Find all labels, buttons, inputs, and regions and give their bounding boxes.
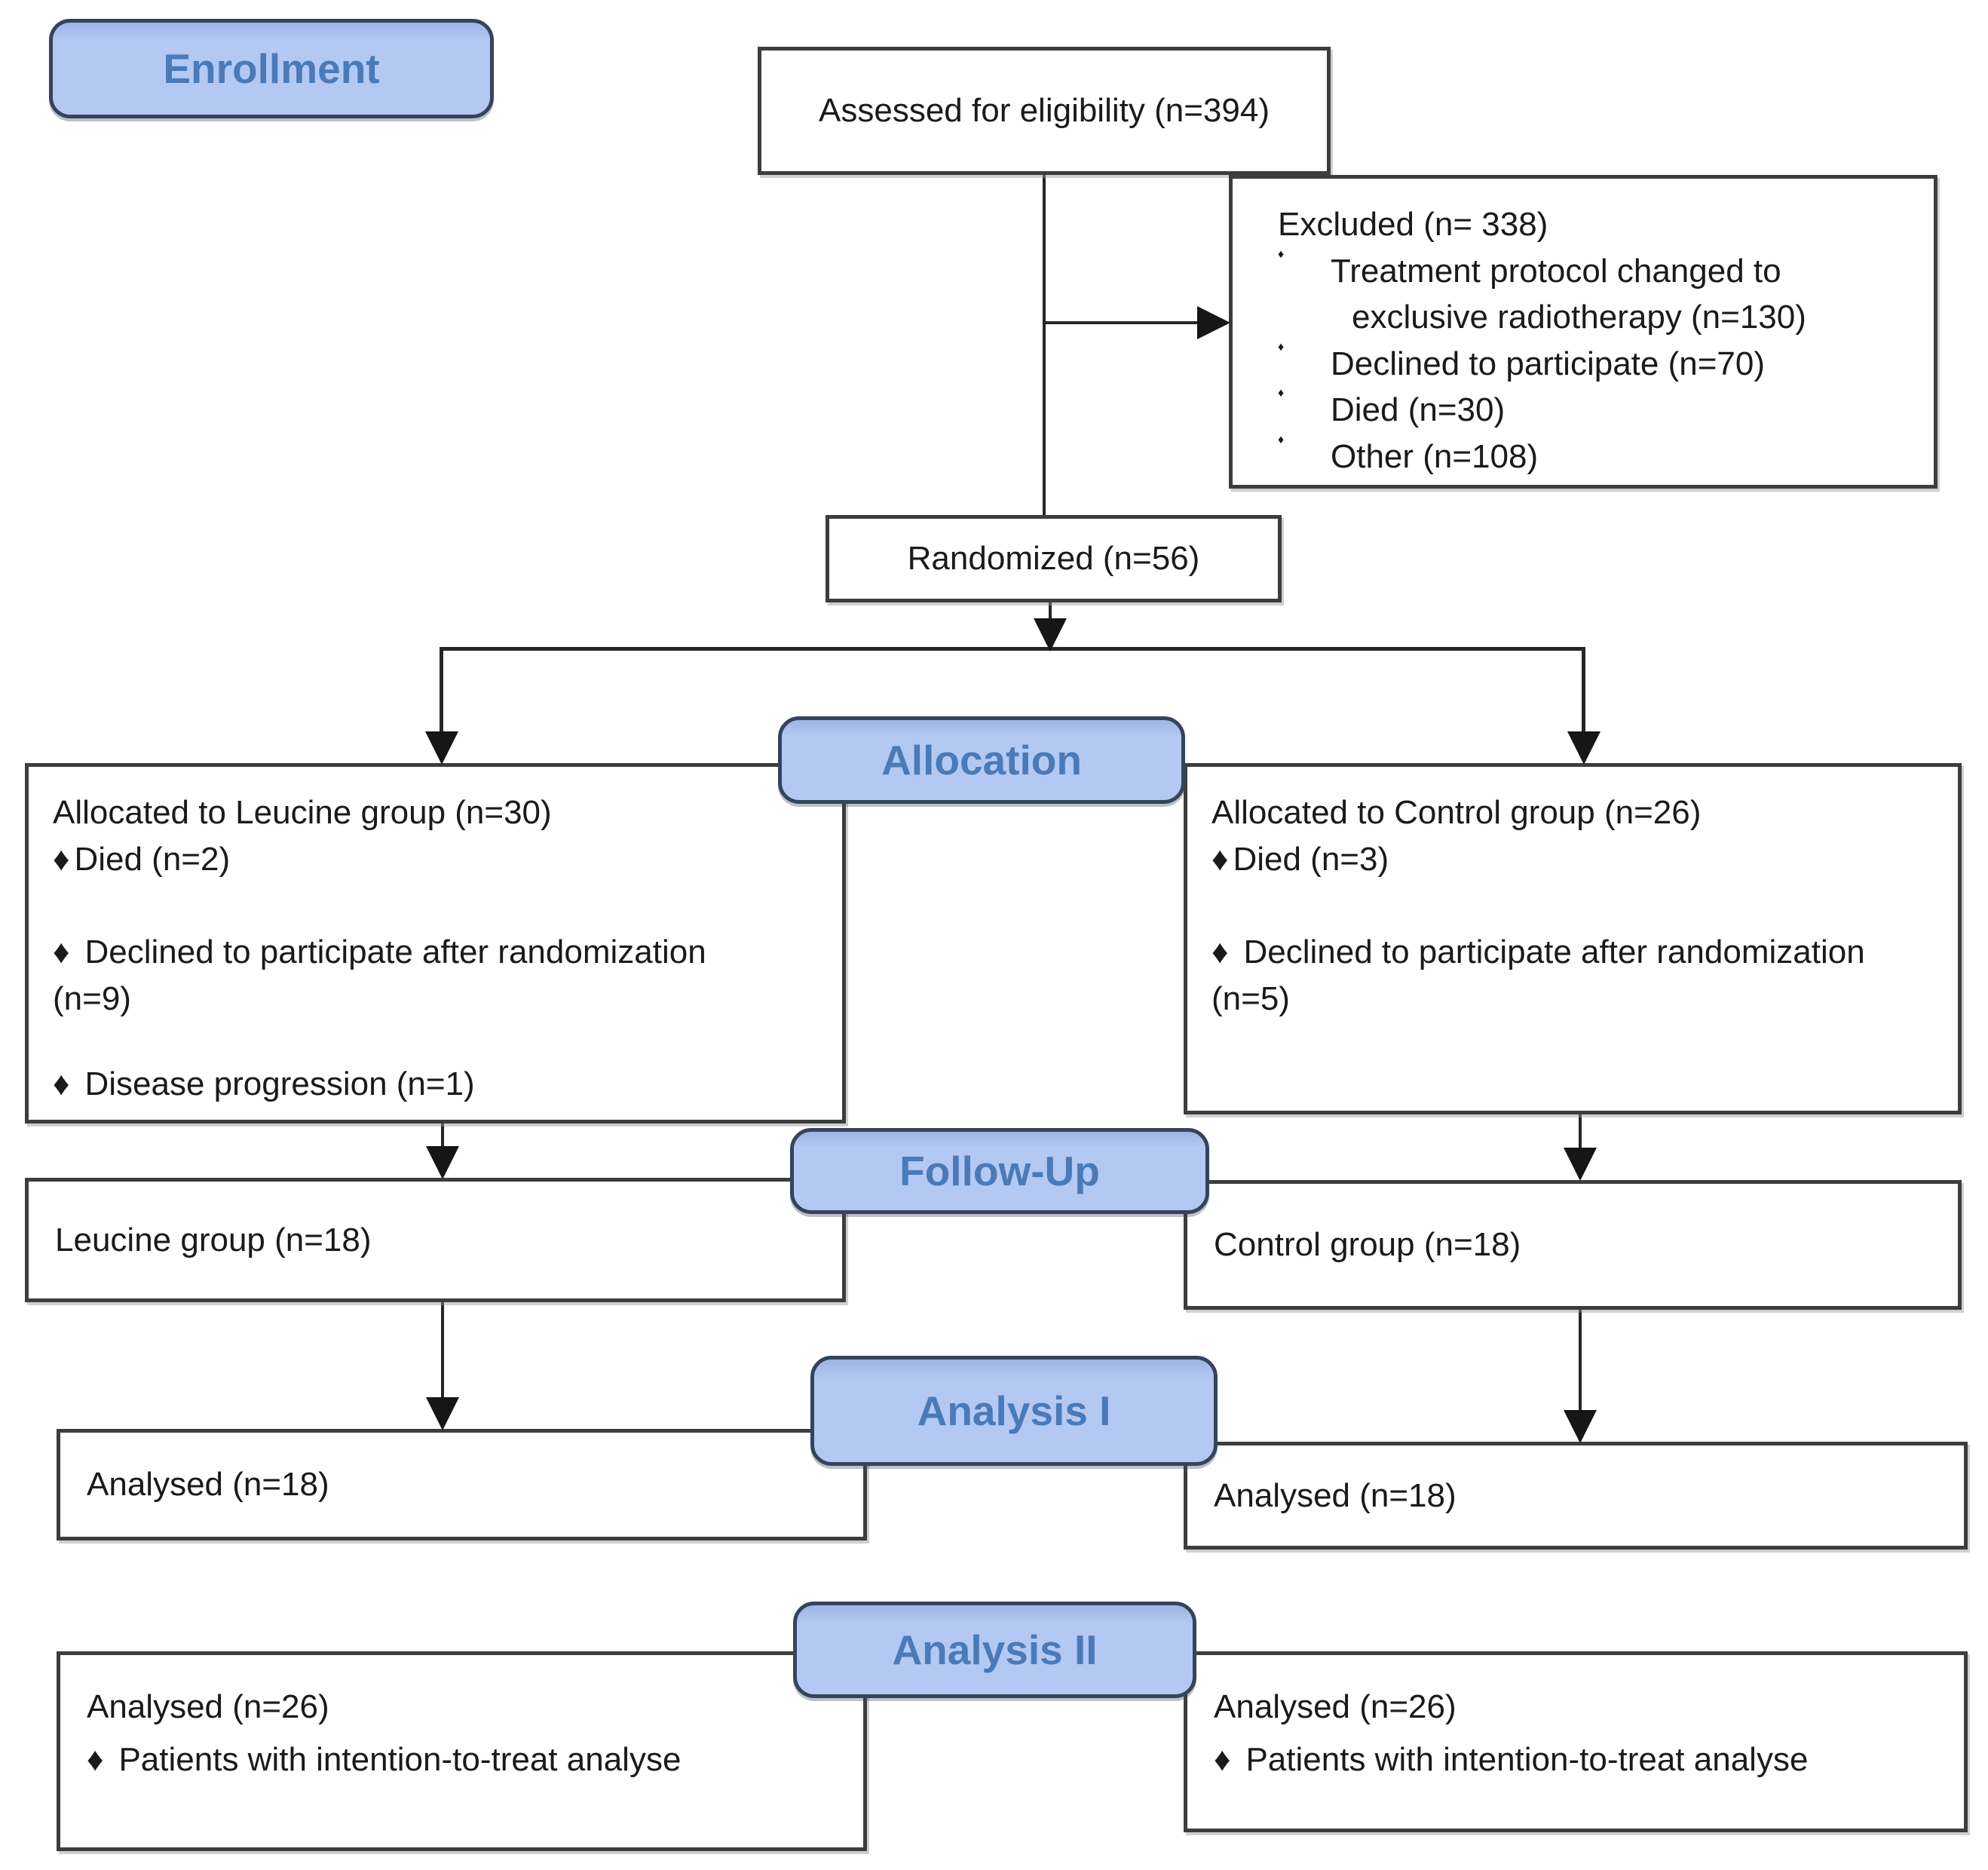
followup-leucine-text: Leucine group (n=18) [55, 1221, 372, 1258]
arrowhead-down-icon [425, 731, 458, 765]
connector-followup-to-analysis1-right [1579, 1308, 1582, 1414]
allocation-item: ♦Died (n=2) [53, 836, 831, 883]
analysis2-leucine-title: Analysed (n=26) [87, 1688, 329, 1725]
excluded-item: ♦ Declined to participate (n=70) [1278, 341, 1916, 388]
diamond-bullet-icon: ♦ [1214, 1740, 1231, 1778]
stage-pill-enrollment: Enrollment [49, 19, 494, 118]
diamond-bullet-icon: ♦ [87, 1740, 104, 1778]
analysis2-label: Analysis II [892, 1626, 1098, 1673]
analysis2-item: ♦Patients with intention-to-treat analys… [1214, 1737, 1956, 1783]
excluded-item: ♦ Other (n=108) [1278, 434, 1916, 480]
connector-followup-to-analysis1-left [441, 1301, 444, 1400]
allocated-leucine-title: Allocated to Leucine group (n=30) [53, 794, 552, 831]
analysis2-control-box: Analysed (n=26) ♦Patients with intention… [1184, 1651, 1968, 1832]
allocated-leucine-box: Allocated to Leucine group (n=30) ♦Died … [25, 763, 846, 1124]
randomized-text: Randomized (n=56) [907, 540, 1200, 578]
arrowhead-down-icon [1567, 731, 1601, 765]
analysis2-control-title: Analysed (n=26) [1214, 1688, 1457, 1725]
allocation-item: ♦Disease progression (n=1) [53, 1061, 831, 1108]
connector-branch-left [440, 647, 443, 733]
analysis1-leucine-box: Analysed (n=18) [57, 1429, 867, 1540]
arrowhead-down-icon [426, 1146, 459, 1179]
diamond-bullet-icon: ♦ [53, 933, 70, 971]
followup-leucine-box: Leucine group (n=18) [25, 1178, 846, 1302]
allocated-control-box: Allocated to Control group (n=26) ♦Died … [1184, 763, 1962, 1114]
stage-pill-analysis1: Analysis I [810, 1356, 1218, 1466]
diamond-bullet-icon: ♦ [1278, 340, 1285, 354]
excluded-item: ♦ Died (n=30) [1278, 387, 1916, 434]
enrollment-label: Enrollment [163, 45, 380, 92]
connector-to-excluded [1044, 321, 1199, 324]
diamond-bullet-icon: ♦ [1278, 387, 1285, 400]
analysis1-label: Analysis I [917, 1387, 1111, 1434]
allocation-item-continuation: (n=9) [53, 979, 131, 1017]
analysis1-leucine-text: Analysed (n=18) [87, 1466, 329, 1504]
arrowhead-down-icon [1564, 1410, 1597, 1443]
allocation-item: ♦Declined to participate after randomiza… [53, 929, 831, 976]
allocated-control-title: Allocated to Control group (n=26) [1211, 794, 1702, 831]
allocation-item: ♦Died (n=3) [1211, 836, 1953, 883]
connector-randomized-to-branch [1049, 602, 1052, 623]
assessed-eligibility-text: Assessed for eligibility (n=394) [819, 92, 1270, 130]
randomized-box: Randomized (n=56) [826, 515, 1282, 602]
allocation-item-continuation: (n=5) [1211, 979, 1290, 1017]
connector-branch-right [1582, 647, 1585, 733]
excluded-item-text: Other (n=108) [1331, 437, 1539, 475]
arrowhead-down-icon [1034, 618, 1067, 651]
diamond-bullet-icon: ♦ [53, 1065, 70, 1103]
arrowhead-down-icon [1564, 1148, 1597, 1181]
diamond-bullet-icon: ♦ [1211, 840, 1229, 878]
diamond-bullet-icon: ♦ [1211, 933, 1229, 971]
analysis1-control-box: Analysed (n=18) [1184, 1442, 1968, 1550]
arrowhead-down-icon [426, 1397, 459, 1430]
diamond-bullet-icon: ♦ [1278, 433, 1285, 446]
excluded-item-text: Died (n=30) [1331, 391, 1506, 429]
allocation-item: ♦Declined to participate after randomiza… [1211, 929, 1953, 976]
arrowhead-right-icon [1197, 306, 1230, 339]
diamond-bullet-icon: ♦ [1278, 247, 1285, 261]
stage-pill-allocation: Allocation [778, 716, 1185, 804]
excluded-item-text: Treatment protocol changed to exclusive … [1331, 252, 1806, 336]
excluded-item: ♦ Treatment protocol changed to exclusiv… [1278, 248, 1916, 341]
analysis2-item: ♦Patients with intention-to-treat analys… [87, 1737, 856, 1783]
followup-label: Follow-Up [899, 1148, 1100, 1194]
excluded-box: Excluded (n= 338) ♦ Treatment protocol c… [1229, 175, 1937, 489]
branch-line [440, 647, 1585, 651]
stage-pill-analysis2: Analysis II [793, 1602, 1196, 1698]
followup-control-text: Control group (n=18) [1214, 1226, 1521, 1264]
connector-alloc-to-followup-right [1579, 1114, 1582, 1149]
excluded-item-text: Declined to participate (n=70) [1331, 345, 1765, 382]
analysis2-leucine-box: Analysed (n=26) ♦Patients with intention… [57, 1651, 867, 1851]
stage-pill-followup: Follow-Up [790, 1128, 1209, 1214]
connector-alloc-to-followup-left [441, 1122, 444, 1149]
followup-control-box: Control group (n=18) [1184, 1180, 1962, 1310]
assessed-eligibility-box: Assessed for eligibility (n=394) [758, 47, 1331, 175]
diamond-bullet-icon: ♦ [53, 840, 70, 878]
excluded-title: Excluded (n= 338) [1278, 206, 1548, 243]
analysis1-control-text: Analysed (n=18) [1214, 1476, 1457, 1514]
allocation-label: Allocation [881, 737, 1082, 783]
connector-assessed-to-randomized [1043, 175, 1046, 517]
